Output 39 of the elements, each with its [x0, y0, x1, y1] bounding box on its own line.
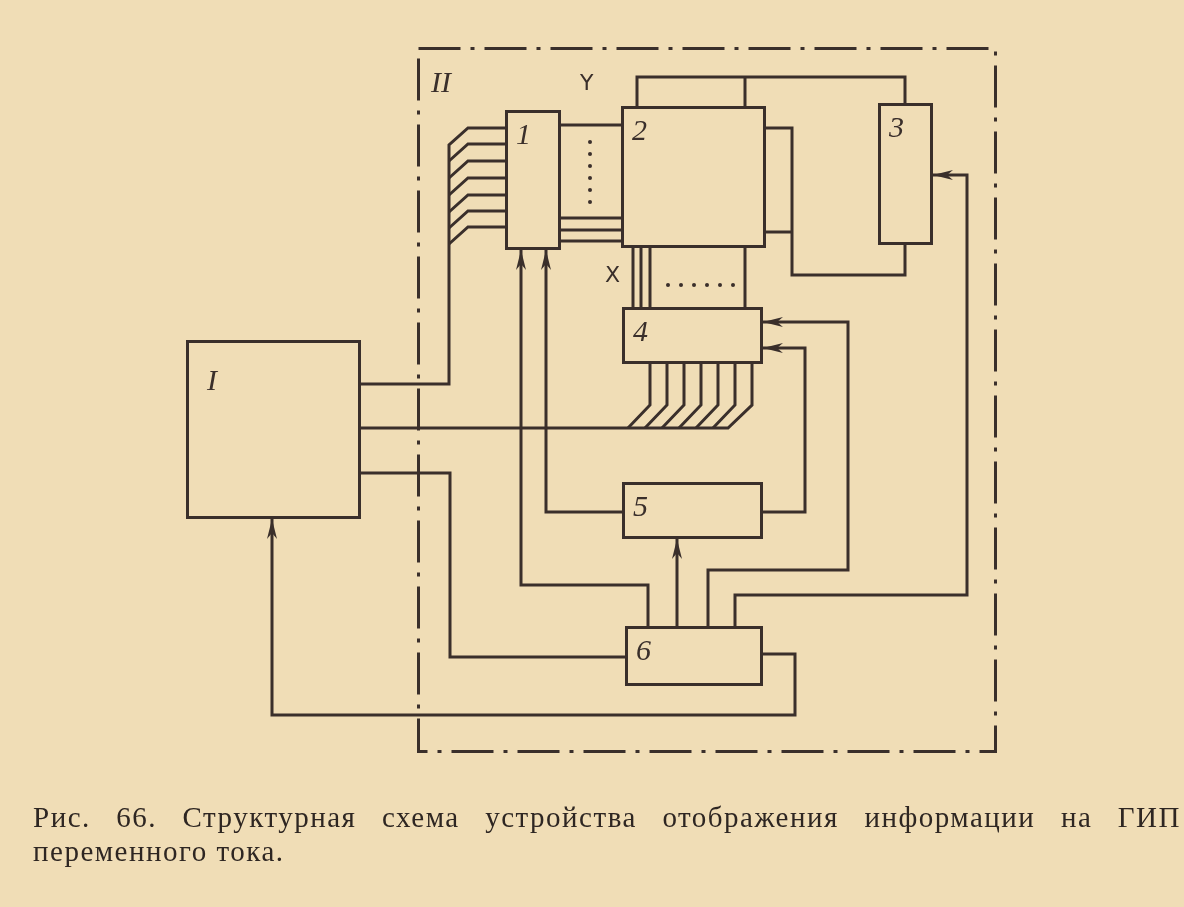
figure-caption: Рис. 66. Структурная схема устройства отображения информации на ГИП переменного тока.: [33, 800, 1181, 868]
block-box: [625, 626, 763, 686]
connector-line: [361, 364, 754, 430]
block-box: [878, 103, 933, 245]
arrow: [733, 170, 969, 626]
block-box: [622, 307, 763, 364]
connector-line: [635, 75, 907, 106]
connector-line: [361, 471, 625, 659]
block-box: [622, 482, 763, 539]
arrow: [516, 250, 650, 626]
connector-line: [361, 126, 505, 386]
connector-line: [743, 248, 747, 307]
connector-line: [561, 216, 621, 220]
connector-line: [631, 248, 635, 307]
block-number: 6: [636, 635, 651, 665]
connector-line: [639, 248, 643, 307]
block-box: [505, 110, 561, 250]
block-number: 1: [516, 119, 531, 149]
edge-label: X: [605, 264, 621, 286]
connector-line: [766, 126, 907, 277]
edge-label: Y: [580, 72, 594, 94]
arrow: [541, 250, 622, 514]
connector-line: [648, 248, 652, 307]
arrow: [763, 343, 807, 514]
unit-frame: [417, 47, 997, 753]
block-box: [621, 106, 766, 248]
block-number: 3: [889, 112, 904, 142]
connector-line: [561, 228, 621, 232]
connector-line: [561, 239, 621, 243]
arrow: [672, 539, 682, 626]
arrow: [267, 519, 797, 717]
block-number: 4: [633, 316, 648, 346]
connector-line: [561, 123, 621, 127]
block-number: 2: [632, 115, 647, 145]
block-box: [186, 340, 361, 519]
block-number: I: [207, 365, 217, 395]
arrow: [706, 317, 850, 626]
block-number: 5: [633, 491, 648, 521]
block-number: II: [431, 67, 451, 97]
